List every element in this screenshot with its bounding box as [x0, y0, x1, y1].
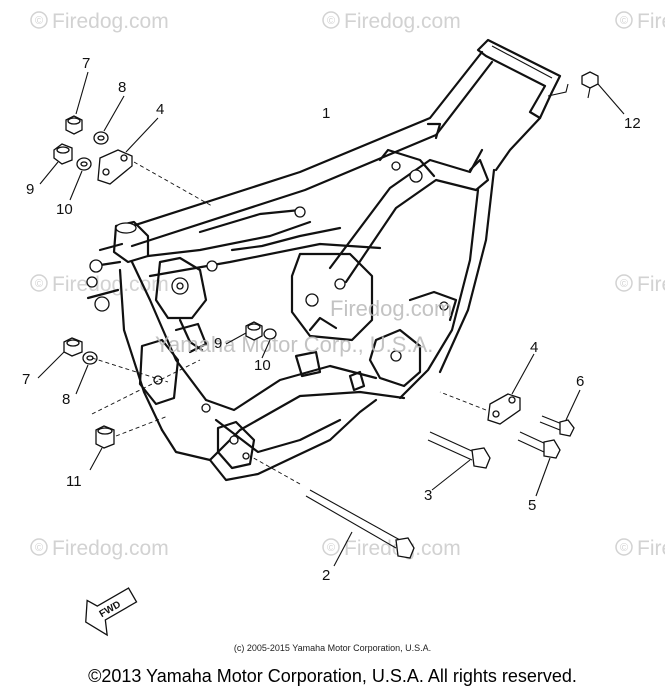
- svg-text:©: ©: [327, 542, 335, 554]
- part-2-long-bolt: [249, 455, 415, 567]
- svg-text:©: ©: [35, 542, 43, 554]
- part-3-bolt: [427, 431, 491, 469]
- part-10-washer-mid: [263, 328, 277, 340]
- svg-text:©: ©: [327, 15, 335, 27]
- parts-mid-left: [37, 337, 201, 471]
- watermark-bottom-left: © Firedog.com: [30, 537, 169, 560]
- callout-7-top: 7: [82, 55, 90, 72]
- svg-text:©: ©: [35, 278, 43, 290]
- watermark-overlay: Firedog.com Yamaha Motor Corp., U.S.A.: [155, 296, 452, 357]
- svg-text:Firedog.com: Firedog.com: [344, 10, 461, 33]
- svg-text:©: ©: [620, 278, 628, 290]
- svg-text:Yamaha Motor Corp., U.S.A.: Yamaha Motor Corp., U.S.A.: [155, 332, 433, 357]
- svg-text:Firedog.com: Firedog.com: [637, 273, 665, 296]
- watermark-top-right: © Firedog.com: [615, 10, 665, 33]
- callout-12: 12: [624, 115, 641, 132]
- part-5-bolt: [517, 431, 561, 459]
- callout-10-mid: 10: [254, 357, 271, 374]
- svg-text:Firedog.com: Firedog.com: [637, 10, 665, 33]
- callout-6: 6: [576, 373, 584, 390]
- callout-5: 5: [528, 497, 536, 514]
- callout-4-right: 4: [530, 339, 538, 356]
- watermark-bottom-right: © Firedog.com: [615, 537, 665, 560]
- callout-1: 1: [322, 105, 330, 122]
- watermark-mid-right: © Firedog.com: [615, 273, 665, 296]
- part-4-bracket-top: [97, 149, 133, 185]
- small-copyright-text: (c) 2005-2015 Yamaha Motor Corporation, …: [233, 643, 432, 653]
- svg-text:Firedog.com: Firedog.com: [637, 537, 665, 560]
- svg-text:©: ©: [620, 15, 628, 27]
- callout-3: 3: [424, 487, 432, 504]
- callout-8-top: 8: [118, 79, 126, 96]
- callout-labels: 7 8 4 9 10 1 12 9 10 7 8 11 4 6 3 5 2: [22, 55, 641, 584]
- parts-top-left: [39, 71, 213, 207]
- callout-2: 2: [322, 567, 330, 584]
- watermark-mid-left: © Firedog.com: [30, 273, 169, 296]
- watermark-top-center: © Firedog.com: [322, 10, 461, 33]
- callout-11: 11: [66, 473, 82, 490]
- part-6-bolt: [539, 415, 575, 437]
- callout-10-top: 10: [56, 201, 73, 218]
- svg-text:Firedog.com: Firedog.com: [330, 296, 452, 321]
- part-12-bolt: [581, 71, 599, 89]
- callout-8-left: 8: [62, 391, 70, 408]
- watermark-top-left: © Firedog.com: [30, 10, 169, 33]
- svg-text:Firedog.com: Firedog.com: [52, 10, 169, 33]
- fwd-arrow-icon: FWD: [85, 587, 138, 637]
- callout-9-mid: 9: [214, 335, 222, 352]
- svg-text:©: ©: [620, 542, 628, 554]
- parts-mid-center: [225, 321, 277, 359]
- svg-text:Firedog.com: Firedog.com: [52, 537, 169, 560]
- motorcycle-frame: [86, 38, 569, 482]
- callout-4-top: 4: [156, 101, 164, 118]
- callout-9-top: 9: [26, 181, 34, 198]
- callout-7-left: 7: [22, 371, 30, 388]
- main-copyright-text: ©2013 Yamaha Motor Corporation, U.S.A. A…: [88, 666, 577, 686]
- svg-text:©: ©: [35, 15, 43, 27]
- parts-right: [427, 71, 625, 497]
